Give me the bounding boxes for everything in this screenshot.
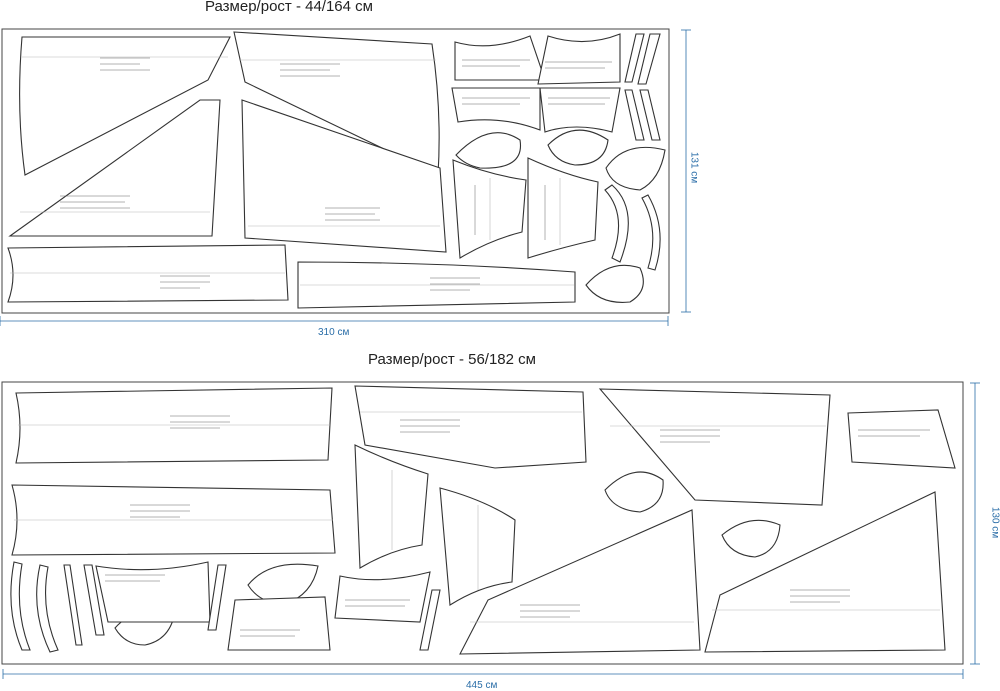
layout-2-title: Размер/рост - 56/182 см [368, 351, 536, 368]
pattern-piece [451, 87, 541, 131]
pattern-piece [721, 519, 781, 558]
pattern-piece [605, 146, 666, 191]
pattern-piece [547, 129, 609, 166]
pattern-piece [454, 35, 546, 81]
pattern-piece [297, 261, 576, 309]
pattern-piece [452, 159, 527, 259]
pattern-piece [598, 388, 831, 506]
pattern-piece [354, 444, 429, 569]
pattern-piece [15, 387, 333, 464]
pattern-piece [624, 89, 645, 141]
pattern-piece [36, 564, 59, 653]
pattern-piece [847, 409, 956, 469]
pattern-piece [11, 484, 336, 556]
layout-2-width-label: 445 см [466, 680, 498, 691]
pattern-piece [439, 487, 516, 606]
pattern-piece [455, 132, 522, 169]
pattern-piece [227, 596, 331, 651]
pattern-piece [585, 264, 644, 303]
pattern-piece [19, 36, 231, 176]
layout-2-pieces [10, 385, 956, 655]
layout-1-width-label: 310 см [318, 327, 350, 338]
layout-1-title: Размер/рост - 44/164 см [205, 0, 373, 15]
pattern-piece [241, 99, 447, 253]
pattern-piece [537, 33, 621, 85]
pattern-piece [10, 561, 31, 651]
pattern-piece [354, 385, 587, 469]
pattern-piece [334, 571, 431, 623]
pattern-piece [604, 184, 629, 263]
pattern-piece [63, 564, 83, 646]
pattern-piece [624, 33, 645, 83]
layout-1-pieces [7, 31, 666, 309]
pattern-piece [527, 157, 599, 259]
pattern-piece [539, 87, 621, 133]
pattern-piece [641, 194, 661, 271]
pattern-piece [207, 564, 227, 631]
pattern-piece [459, 509, 701, 655]
pattern-piece [7, 244, 289, 303]
pattern-piece [637, 33, 661, 85]
pattern-piece [639, 89, 661, 141]
pattern-piece [83, 564, 105, 636]
pattern-piece [419, 589, 441, 651]
pattern-piece [604, 471, 664, 513]
pattern-piece [704, 491, 946, 653]
pattern-piece [8, 99, 221, 237]
pattern-piece [95, 561, 211, 623]
